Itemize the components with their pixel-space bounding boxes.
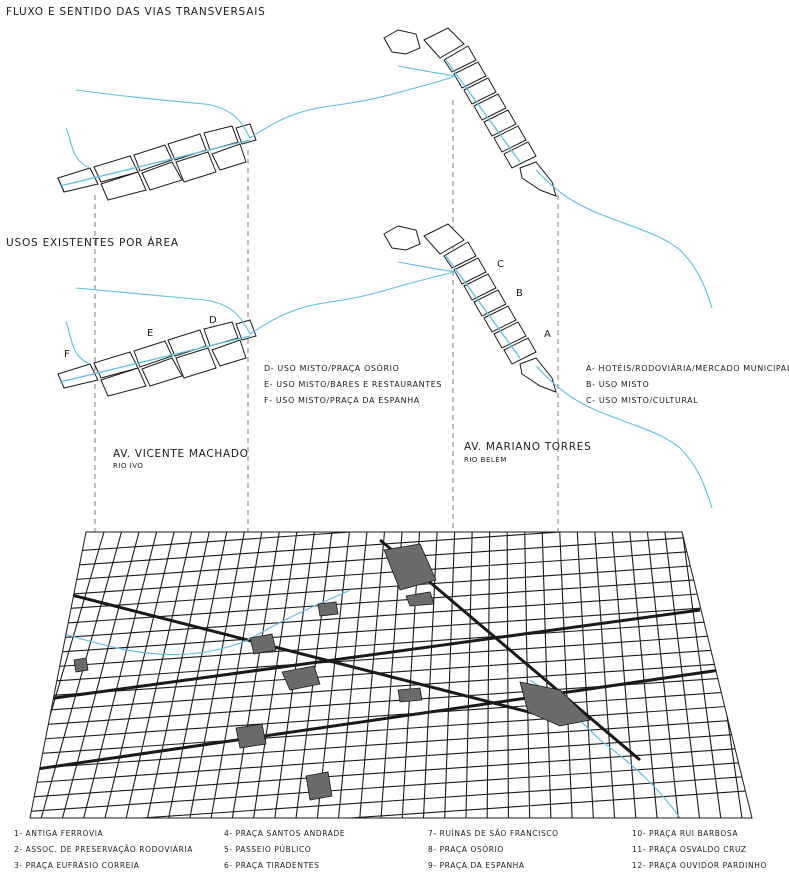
map-street: [146, 532, 210, 818]
map-street: [83, 532, 158, 818]
map-street: [629, 532, 658, 818]
note-d: D- USO MISTO/PRAÇA OSÓRIO: [264, 364, 400, 373]
area-letter-b: B: [516, 288, 524, 299]
map-street: [681, 532, 722, 818]
legend-item: 1- ANTIGA FERROVIA: [14, 829, 104, 838]
area-letter-a: A: [544, 329, 552, 340]
legend-item: 10- PRAÇA RUI BARBOSA: [632, 829, 739, 838]
area-letter-d: D: [209, 315, 218, 326]
area-letter-e: E: [147, 328, 154, 339]
map-street: [168, 532, 228, 818]
block-strip-mariano-uses: [383, 223, 557, 393]
city-map: [30, 532, 752, 818]
guide-lines: [94, 100, 559, 533]
legend-item: 11- PRAÇA OSVALDO CRUZ: [632, 845, 747, 854]
legend-item: 9- PRAÇA DA ESPANHA: [428, 861, 525, 870]
river-belem-top: [397, 65, 713, 309]
map-street: [359, 532, 386, 818]
note-e: E- USO MISTO/BARES E RESTAURANTES: [264, 380, 443, 389]
map-street: [231, 532, 280, 818]
map-street: [30, 673, 752, 729]
map-street: [30, 773, 752, 818]
map-street: [30, 715, 752, 772]
map-street: [316, 532, 350, 818]
legend-item: 4- PRAÇA SANTOS ANDRADE: [224, 829, 346, 838]
plazas: [73, 543, 591, 801]
legend-item: 5- PASSEIO PÚBLICO: [224, 845, 312, 854]
area-letter-c: C: [497, 259, 505, 270]
map-street: [594, 532, 616, 818]
map-street: [30, 587, 752, 643]
map-street: [30, 601, 752, 657]
river-name-ivo: RIO IVO: [113, 462, 144, 470]
legend-item: 3- PRAÇA EUFRÁSIO CORREIA: [14, 861, 140, 870]
map-street: [30, 630, 752, 686]
note-b: B- USO MISTO: [586, 380, 650, 389]
legend-item: 7- RUÍNAS DE SÃO FRANCISCO: [428, 829, 559, 838]
legend-item: 8- PRAÇA OSÓRIO: [428, 845, 504, 854]
map-street: [30, 615, 752, 671]
map-street: [30, 532, 752, 571]
uses-title: USOS EXISTENTES POR ÁREA: [6, 237, 179, 249]
map-street: [30, 730, 752, 786]
map-street: [30, 532, 752, 557]
area-letter-f: F: [64, 349, 71, 360]
map-street: [30, 572, 752, 629]
map-street: [30, 687, 752, 743]
map-street: [61, 532, 140, 818]
map-street: [30, 701, 752, 757]
river-name-belem: RIO BELÉM: [464, 456, 507, 464]
note-c: C- USO MISTO/CULTURAL: [586, 396, 699, 405]
map-street: [210, 532, 263, 818]
map-street: [253, 532, 298, 818]
map-street: [541, 532, 552, 818]
block-strip-mariano-top: [383, 27, 557, 197]
map-street: [524, 532, 531, 818]
flow-title: FLUXO E SENTIDO DAS VIAS TRANSVERSAIS: [6, 6, 266, 18]
legend-item: 12- PRAÇA OUVIDOR PARDINHO: [632, 861, 767, 870]
map-street: [125, 532, 193, 818]
river-belem-uses: [397, 261, 713, 509]
map-street: [30, 758, 752, 814]
note-a: A- HOTÉIS/RODOVIÁRIA/MERCADO MUNICIPAL: [586, 364, 789, 373]
block-strip-vicente-uses: [57, 319, 257, 397]
map-street: [30, 658, 752, 714]
map-street: [30, 744, 752, 800]
river-ivo-uses: [65, 271, 456, 365]
map-street: [576, 532, 594, 818]
note-f: F- USO MISTO/PRAÇA DA ESPANHA: [264, 396, 420, 405]
map-street: [40, 532, 123, 818]
map-street: [646, 532, 679, 818]
street-name-vicente: AV. VICENTE MACHADO: [113, 448, 249, 460]
map-street: [506, 532, 509, 818]
street-name-mariano: AV. MARIANO TORRES: [464, 441, 592, 453]
legend-item: 6- PRAÇA TIRADENTES: [224, 861, 320, 870]
map-street: [30, 787, 752, 818]
map-street: [30, 558, 752, 614]
river-ivo-top: [65, 75, 456, 169]
map-street: [465, 532, 473, 818]
map-street: [444, 532, 456, 818]
map-street: [30, 644, 752, 700]
legend-item: 2- ASSOC. DE PRESERVAÇÃO RODOVIÁRIA: [14, 845, 193, 854]
